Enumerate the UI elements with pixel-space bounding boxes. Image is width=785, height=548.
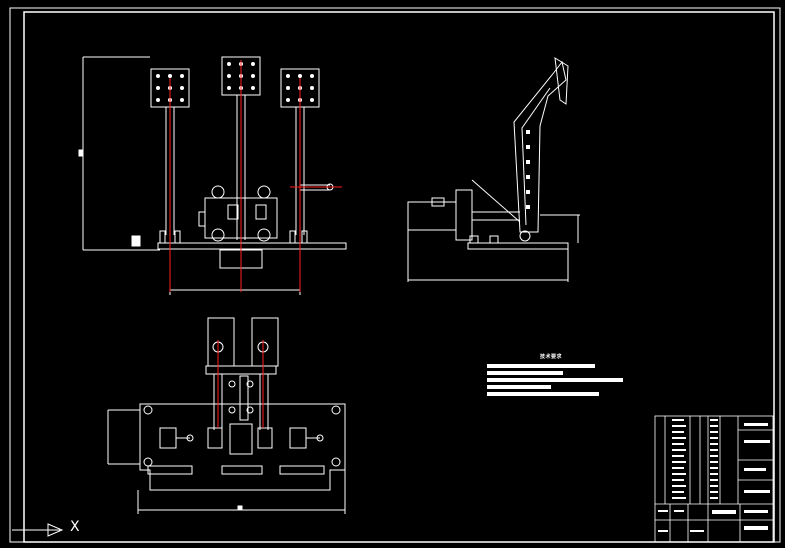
title-block-rows — [658, 419, 770, 532]
pivot-bracket — [198, 185, 278, 242]
x-axis-label: X — [70, 519, 80, 535]
technical-requirements-title: 技术要求 — [540, 354, 563, 360]
top-view — [107, 317, 346, 514]
title-block — [654, 415, 774, 543]
front-view — [78, 56, 347, 295]
base-bolts — [159, 230, 308, 244]
top-view-centerlines — [217, 340, 264, 428]
side-view — [407, 57, 580, 282]
front-view-centerlines — [169, 60, 342, 292]
technical-notes-lines — [487, 364, 623, 396]
sheet-border — [9, 7, 781, 543]
x-axis-arrow-icon — [12, 523, 64, 537]
